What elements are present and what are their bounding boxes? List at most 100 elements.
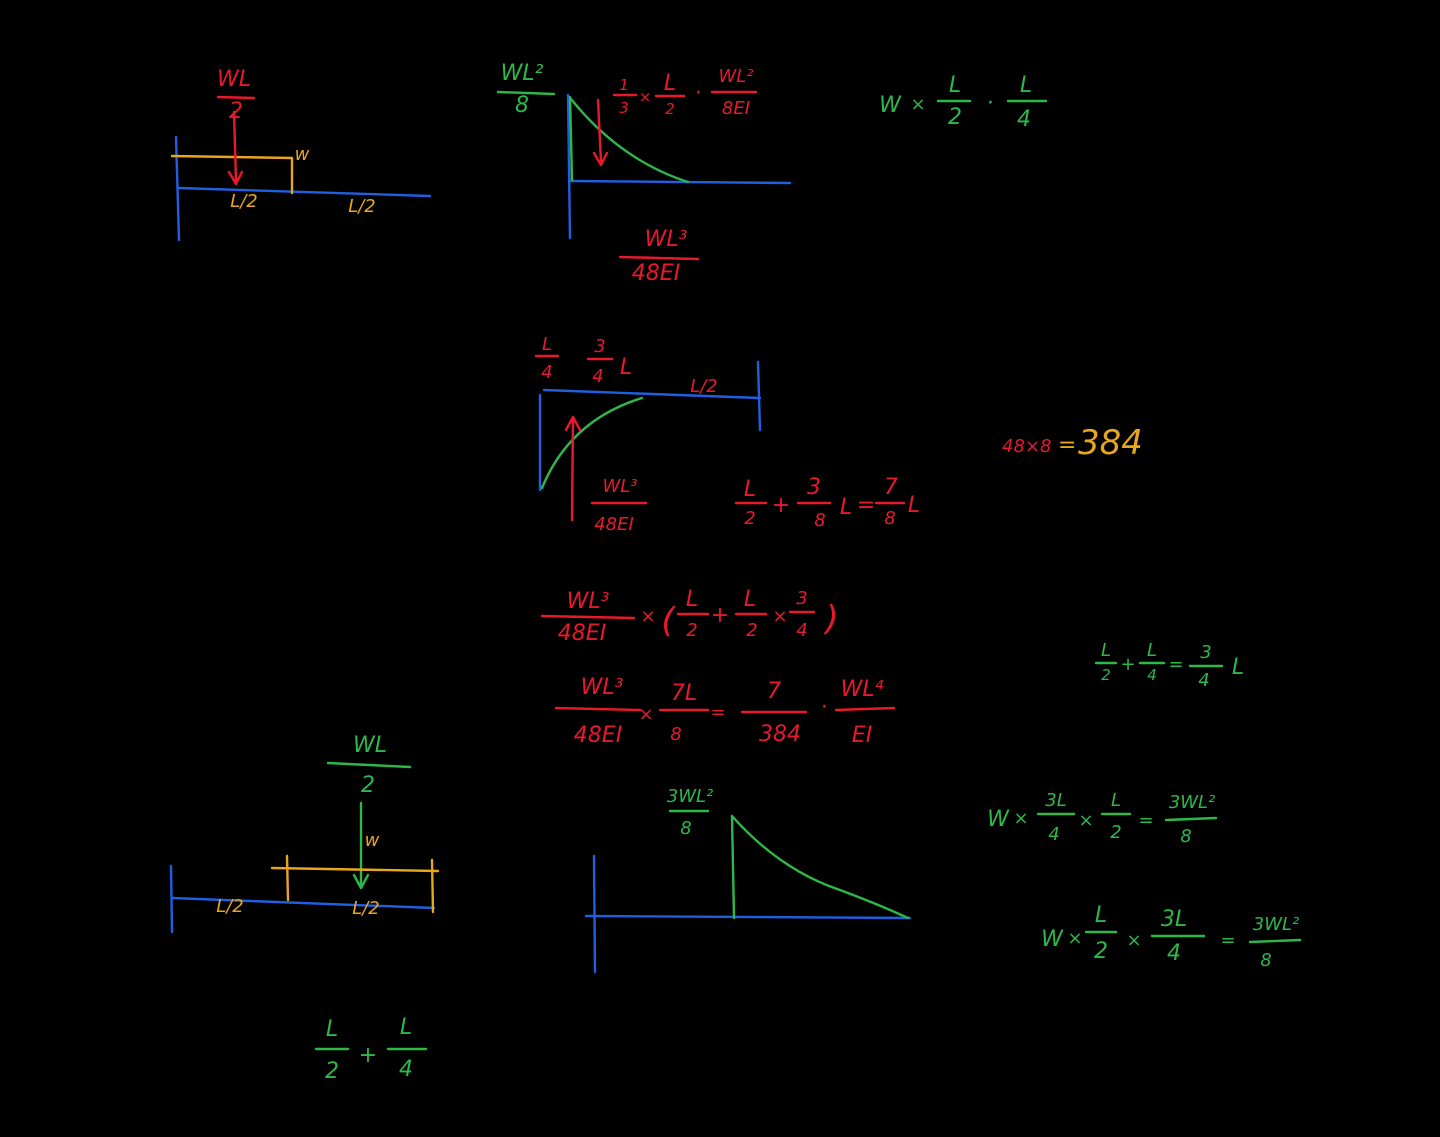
f3-numerator: WL² bbox=[718, 66, 753, 87]
deflection-denominator: 48EI bbox=[632, 261, 680, 286]
times-sign: × bbox=[640, 606, 655, 627]
fraction-bar bbox=[1164, 816, 1218, 822]
equation-right-1: W × 3L 4 × L 2 = 3WL² 8 bbox=[987, 790, 1218, 847]
plus-sign: + bbox=[1120, 654, 1135, 675]
half-length-left: L/2 bbox=[230, 191, 258, 212]
w-label: w bbox=[365, 830, 380, 851]
f1-denominator: 3 bbox=[619, 99, 629, 117]
support-right bbox=[756, 360, 762, 432]
product-result: 384 bbox=[1078, 423, 1143, 463]
c-numerator: WL⁴ bbox=[841, 677, 884, 702]
f2-numerator: L bbox=[1020, 73, 1032, 98]
axis-horizontal bbox=[584, 914, 912, 920]
c-numerator: 7 bbox=[884, 475, 898, 500]
equals-sign: = bbox=[1220, 930, 1235, 951]
a-denominator: 8 bbox=[670, 724, 681, 745]
times-sign: × bbox=[638, 704, 653, 725]
expression-top-right: W × L 2 · L 4 bbox=[879, 73, 1048, 132]
a-numerator: 7L bbox=[671, 681, 697, 706]
plus-sign: + bbox=[772, 493, 790, 518]
equals-sign: = bbox=[710, 702, 725, 723]
f1-numerator: L bbox=[949, 73, 961, 98]
deflection-numerator: WL³ bbox=[645, 227, 688, 252]
moment-diagram-bottom: 3WL² 8 bbox=[584, 786, 912, 974]
deflection-numerator: WL³ bbox=[602, 476, 637, 497]
deflection-diagram-middle: L 4 3 4 L L/2 WL³ 48EI bbox=[534, 334, 762, 535]
a-numerator: 3L bbox=[1045, 790, 1066, 811]
moment-curve bbox=[568, 95, 690, 184]
b-numerator: 3 bbox=[807, 475, 821, 500]
sum-expression-bottom: L 2 + L 4 bbox=[314, 1015, 428, 1084]
axis-vertical bbox=[592, 854, 597, 974]
a-denominator: 2 bbox=[744, 508, 755, 529]
moment-numerator: WL² bbox=[501, 61, 544, 86]
c-denominator: 8 bbox=[1180, 826, 1191, 847]
equals-sign: = bbox=[1138, 810, 1153, 831]
multiplication-note: 48×8 = 384 bbox=[1002, 423, 1143, 463]
beam-line bbox=[176, 186, 432, 198]
c-var: L bbox=[908, 493, 920, 518]
f2-denominator: 4 bbox=[1017, 107, 1031, 132]
resultant-arrow bbox=[227, 110, 244, 186]
deflection-arrow bbox=[592, 98, 609, 167]
k-numerator: WL³ bbox=[581, 675, 624, 700]
three-quarter-numerator: 3 bbox=[594, 336, 605, 357]
equals-sign: = bbox=[1168, 654, 1183, 675]
w-symbol: W bbox=[879, 93, 902, 118]
beam-diagram-top-left: WL 2 w L/2 L/2 bbox=[170, 67, 432, 242]
times-sign-2: × bbox=[1078, 810, 1093, 831]
w-label: w bbox=[295, 144, 310, 165]
dot-sign: · bbox=[821, 695, 828, 720]
a-denominator: 4 bbox=[1048, 824, 1059, 845]
times-sign: × bbox=[910, 94, 925, 115]
beam-diagram-bottom-left: WL 2 w L/2 L/2 bbox=[169, 733, 440, 934]
moment-numerator: 3WL² bbox=[667, 786, 714, 807]
c-denominator: 4 bbox=[1198, 670, 1209, 691]
c-numerator: 3 bbox=[1200, 642, 1211, 663]
resultant-arrow bbox=[352, 801, 370, 890]
a-denominator: 2 bbox=[686, 620, 697, 641]
axis-horizontal bbox=[568, 179, 792, 185]
c-var: L bbox=[1232, 655, 1244, 680]
struck-product: 48×8 bbox=[1002, 436, 1051, 457]
equation-line-1: WL³ 48EI × ( L 2 + L 2 × 3 4 ) bbox=[540, 587, 839, 646]
f1-denominator: 2 bbox=[948, 105, 962, 130]
a-numerator: L bbox=[326, 1017, 338, 1042]
c-denominator: 4 bbox=[796, 620, 807, 641]
k-denominator: 48EI bbox=[558, 621, 606, 646]
beam-line bbox=[170, 896, 436, 910]
fraction-bar bbox=[1248, 938, 1302, 944]
times-sign-2: × bbox=[1126, 930, 1141, 951]
half-length-left: L/2 bbox=[216, 896, 244, 917]
load-numerator: WL bbox=[353, 733, 387, 758]
c-denominator: 8 bbox=[884, 508, 895, 529]
deflection-denominator: 48EI bbox=[594, 514, 634, 535]
axis-vertical bbox=[566, 93, 572, 240]
f2-denominator: 2 bbox=[665, 100, 675, 118]
c-numerator: 3 bbox=[796, 588, 807, 609]
c-numerator: 3WL² bbox=[1253, 914, 1300, 935]
c-denominator: EI bbox=[852, 723, 872, 748]
b-numerator: L bbox=[400, 1015, 412, 1040]
fraction-bar bbox=[216, 95, 256, 100]
a-denominator: 2 bbox=[1101, 666, 1111, 684]
moment-denominator: 8 bbox=[515, 93, 529, 118]
sum-equation-red: L 2 + 3 8 L = 7 8 L bbox=[734, 475, 920, 531]
b-numerator: L bbox=[1147, 640, 1157, 661]
a-numerator: L bbox=[1101, 640, 1111, 661]
load-denominator: 2 bbox=[229, 99, 243, 124]
f3-denominator: 8EI bbox=[722, 98, 750, 119]
times-sign: × bbox=[1013, 808, 1028, 829]
c-numerator: 3WL² bbox=[1169, 792, 1216, 813]
a-denominator: 2 bbox=[325, 1059, 339, 1084]
plus-sign: + bbox=[359, 1043, 377, 1068]
times-sign-2: × bbox=[772, 606, 787, 627]
b-numerator: L bbox=[1111, 790, 1121, 811]
fraction-bar bbox=[540, 614, 636, 620]
b-denominator: 8 bbox=[814, 510, 825, 531]
half-length-right: L/2 bbox=[352, 898, 380, 919]
three-quarter-denominator: 4 bbox=[592, 366, 603, 387]
c-denominator: 8 bbox=[1260, 950, 1271, 971]
b-denominator: 2 bbox=[746, 620, 757, 641]
a-numerator: L bbox=[744, 477, 756, 502]
